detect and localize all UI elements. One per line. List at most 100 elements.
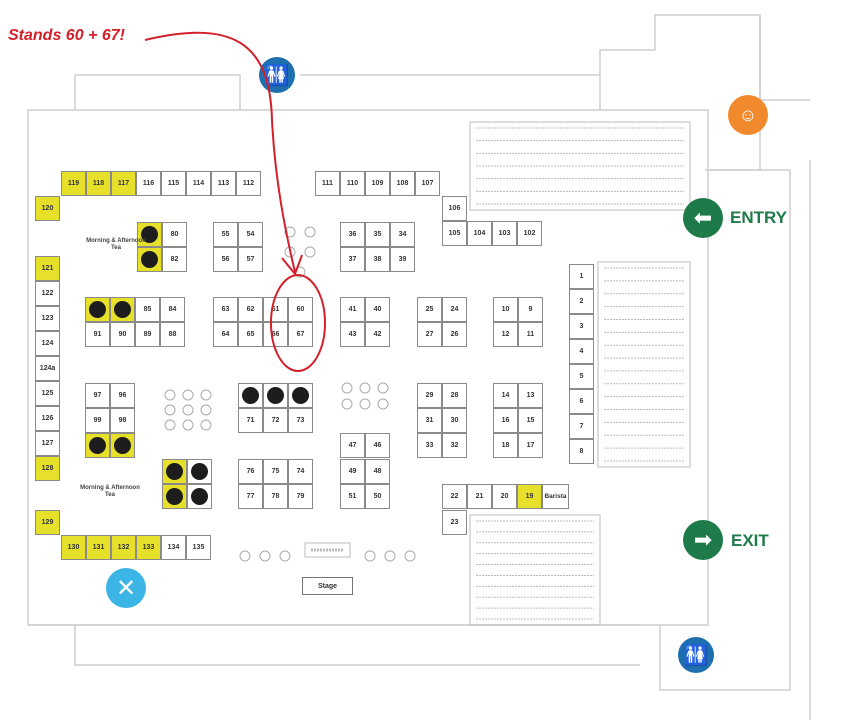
stand-109[interactable]: 109 [365,171,390,196]
stand-48[interactable]: 48 [365,459,390,484]
stand-4[interactable]: 4 [569,339,594,364]
stand-38[interactable]: 38 [365,247,390,272]
stand-89[interactable]: 89 [135,322,160,347]
stand-134[interactable]: 134 [161,535,186,560]
stand-107[interactable]: 107 [415,171,440,196]
stand-130[interactable]: 130 [61,535,86,560]
stand-135[interactable]: 135 [186,535,211,560]
stand-91[interactable]: 91 [85,322,110,347]
stand-76[interactable]: 76 [238,459,263,484]
stand-72[interactable]: 72 [263,408,288,433]
stand-34[interactable]: 34 [390,222,415,247]
stand-57[interactable]: 57 [238,247,263,272]
stand-62[interactable]: 62 [238,297,263,322]
stand-42[interactable]: 42 [365,322,390,347]
exit-arrow-icon[interactable]: ➡ [683,520,723,560]
stand-39[interactable]: 39 [390,247,415,272]
stand-10[interactable]: 10 [493,297,518,322]
stand-96[interactable]: 96 [110,383,135,408]
stand-79[interactable]: 79 [288,484,313,509]
stand-41[interactable]: 41 [340,297,365,322]
stand-22[interactable]: 22 [442,484,467,509]
stand-24[interactable]: 24 [442,297,467,322]
stand-116[interactable]: 116 [136,171,161,196]
stand-102[interactable]: 102 [517,221,542,246]
stand-31[interactable]: 31 [417,408,442,433]
stand-63[interactable]: 63 [213,297,238,322]
stand-88[interactable]: 88 [160,322,185,347]
stand-16[interactable]: 16 [493,408,518,433]
stand-50[interactable]: 50 [365,484,390,509]
stand-126[interactable]: 126 [35,406,60,431]
stand-108[interactable]: 108 [390,171,415,196]
stand-113[interactable]: 113 [211,171,236,196]
stand-43[interactable]: 43 [340,322,365,347]
stand-64[interactable]: 64 [213,322,238,347]
stand-67[interactable]: 67 [288,322,313,347]
stand-115[interactable]: 115 [161,171,186,196]
stand-73[interactable]: 73 [288,408,313,433]
stand-13[interactable]: 13 [518,383,543,408]
stand-15[interactable]: 15 [518,408,543,433]
stand-30[interactable]: 30 [442,408,467,433]
stand-65[interactable]: 65 [238,322,263,347]
stand-29[interactable]: 29 [417,383,442,408]
stand-46[interactable]: 46 [365,433,390,458]
stand-21[interactable]: 21 [467,484,492,509]
stand-49[interactable]: 49 [340,459,365,484]
stand-97[interactable]: 97 [85,383,110,408]
stand-125[interactable]: 125 [35,381,60,406]
stand-77[interactable]: 77 [238,484,263,509]
stand-114[interactable]: 114 [186,171,211,196]
stand-60[interactable]: 60 [288,297,313,322]
stand-33[interactable]: 33 [417,433,442,458]
stand-127[interactable]: 127 [35,431,60,456]
stand-61[interactable]: 61 [263,297,288,322]
stand-26[interactable]: 26 [442,322,467,347]
stand-7[interactable]: 7 [569,414,594,439]
stand-128[interactable]: 128 [35,456,60,481]
stand-104[interactable]: 104 [467,221,492,246]
stand-85[interactable]: 85 [135,297,160,322]
stand-9[interactable]: 9 [518,297,543,322]
stand-124a[interactable]: 124a [35,356,60,381]
stand-75[interactable]: 75 [263,459,288,484]
stand-121[interactable]: 121 [35,256,60,281]
stand-80[interactable]: 80 [162,222,187,247]
stand-5[interactable]: 5 [569,364,594,389]
stand-32[interactable]: 32 [442,433,467,458]
stand-82[interactable]: 82 [162,247,187,272]
stand-40[interactable]: 40 [365,297,390,322]
stand-19[interactable]: 19 [517,484,542,509]
stand-122[interactable]: 122 [35,281,60,306]
stand-11[interactable]: 11 [518,322,543,347]
stand-37[interactable]: 37 [340,247,365,272]
stand-12[interactable]: 12 [493,322,518,347]
stand-131[interactable]: 131 [86,535,111,560]
stand-124[interactable]: 124 [35,331,60,356]
stand-8[interactable]: 8 [569,439,594,464]
entry-arrow-icon[interactable]: ⬅ [683,198,723,238]
stand-6[interactable]: 6 [569,389,594,414]
stand-18[interactable]: 18 [493,433,518,458]
stand-117[interactable]: 117 [111,171,136,196]
stand-47[interactable]: 47 [340,433,365,458]
stand-25[interactable]: 25 [417,297,442,322]
stand-78[interactable]: 78 [263,484,288,509]
stand-84[interactable]: 84 [160,297,185,322]
stand-barista[interactable]: Barista [542,484,569,509]
stand-105[interactable]: 105 [442,221,467,246]
stand-35[interactable]: 35 [365,222,390,247]
stand-110[interactable]: 110 [340,171,365,196]
stand-3[interactable]: 3 [569,314,594,339]
stand-99[interactable]: 99 [85,408,110,433]
stand-111[interactable]: 111 [315,171,340,196]
stand-106[interactable]: 106 [442,196,467,221]
stand-129[interactable]: 129 [35,510,60,535]
stand-56[interactable]: 56 [213,247,238,272]
stand-123[interactable]: 123 [35,306,60,331]
stand-118[interactable]: 118 [86,171,111,196]
stand-98[interactable]: 98 [110,408,135,433]
stand-36[interactable]: 36 [340,222,365,247]
stand-2[interactable]: 2 [569,289,594,314]
